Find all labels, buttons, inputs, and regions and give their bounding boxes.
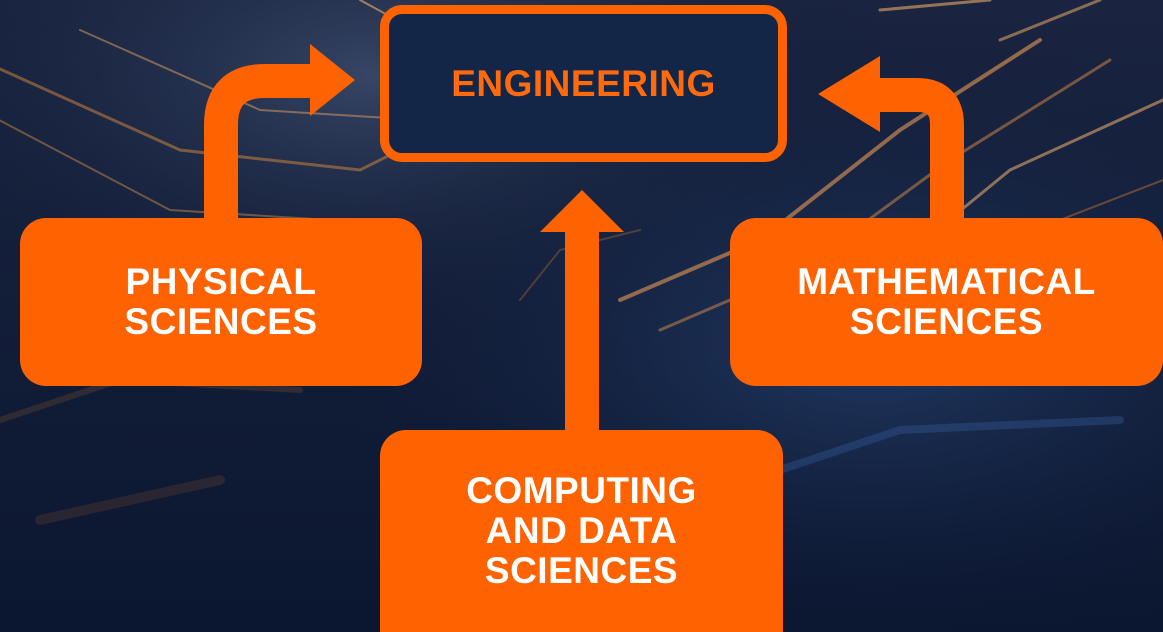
physical-sciences-label: PHYSICAL SCIENCES [124,261,318,342]
arrowhead-computing [540,190,624,232]
computing-data-sciences-label: COMPUTING AND DATA SCIENCES [466,470,697,591]
arrowhead-mathematical [818,56,880,132]
mathematical-sciences-label: MATHEMATICAL SCIENCES [797,261,1096,342]
mathematical-sciences-node: MATHEMATICAL SCIENCES [730,218,1163,386]
arrow-physical-to-engineering [204,64,318,226]
computing-data-sciences-node: COMPUTING AND DATA SCIENCES [380,430,783,632]
engineering-label: ENGINEERING [451,62,716,104]
engineering-node: ENGINEERING [380,5,787,162]
arrowhead-physical [310,44,355,116]
arrow-mathematical-to-engineering [872,78,964,226]
physical-sciences-node: PHYSICAL SCIENCES [20,218,422,386]
